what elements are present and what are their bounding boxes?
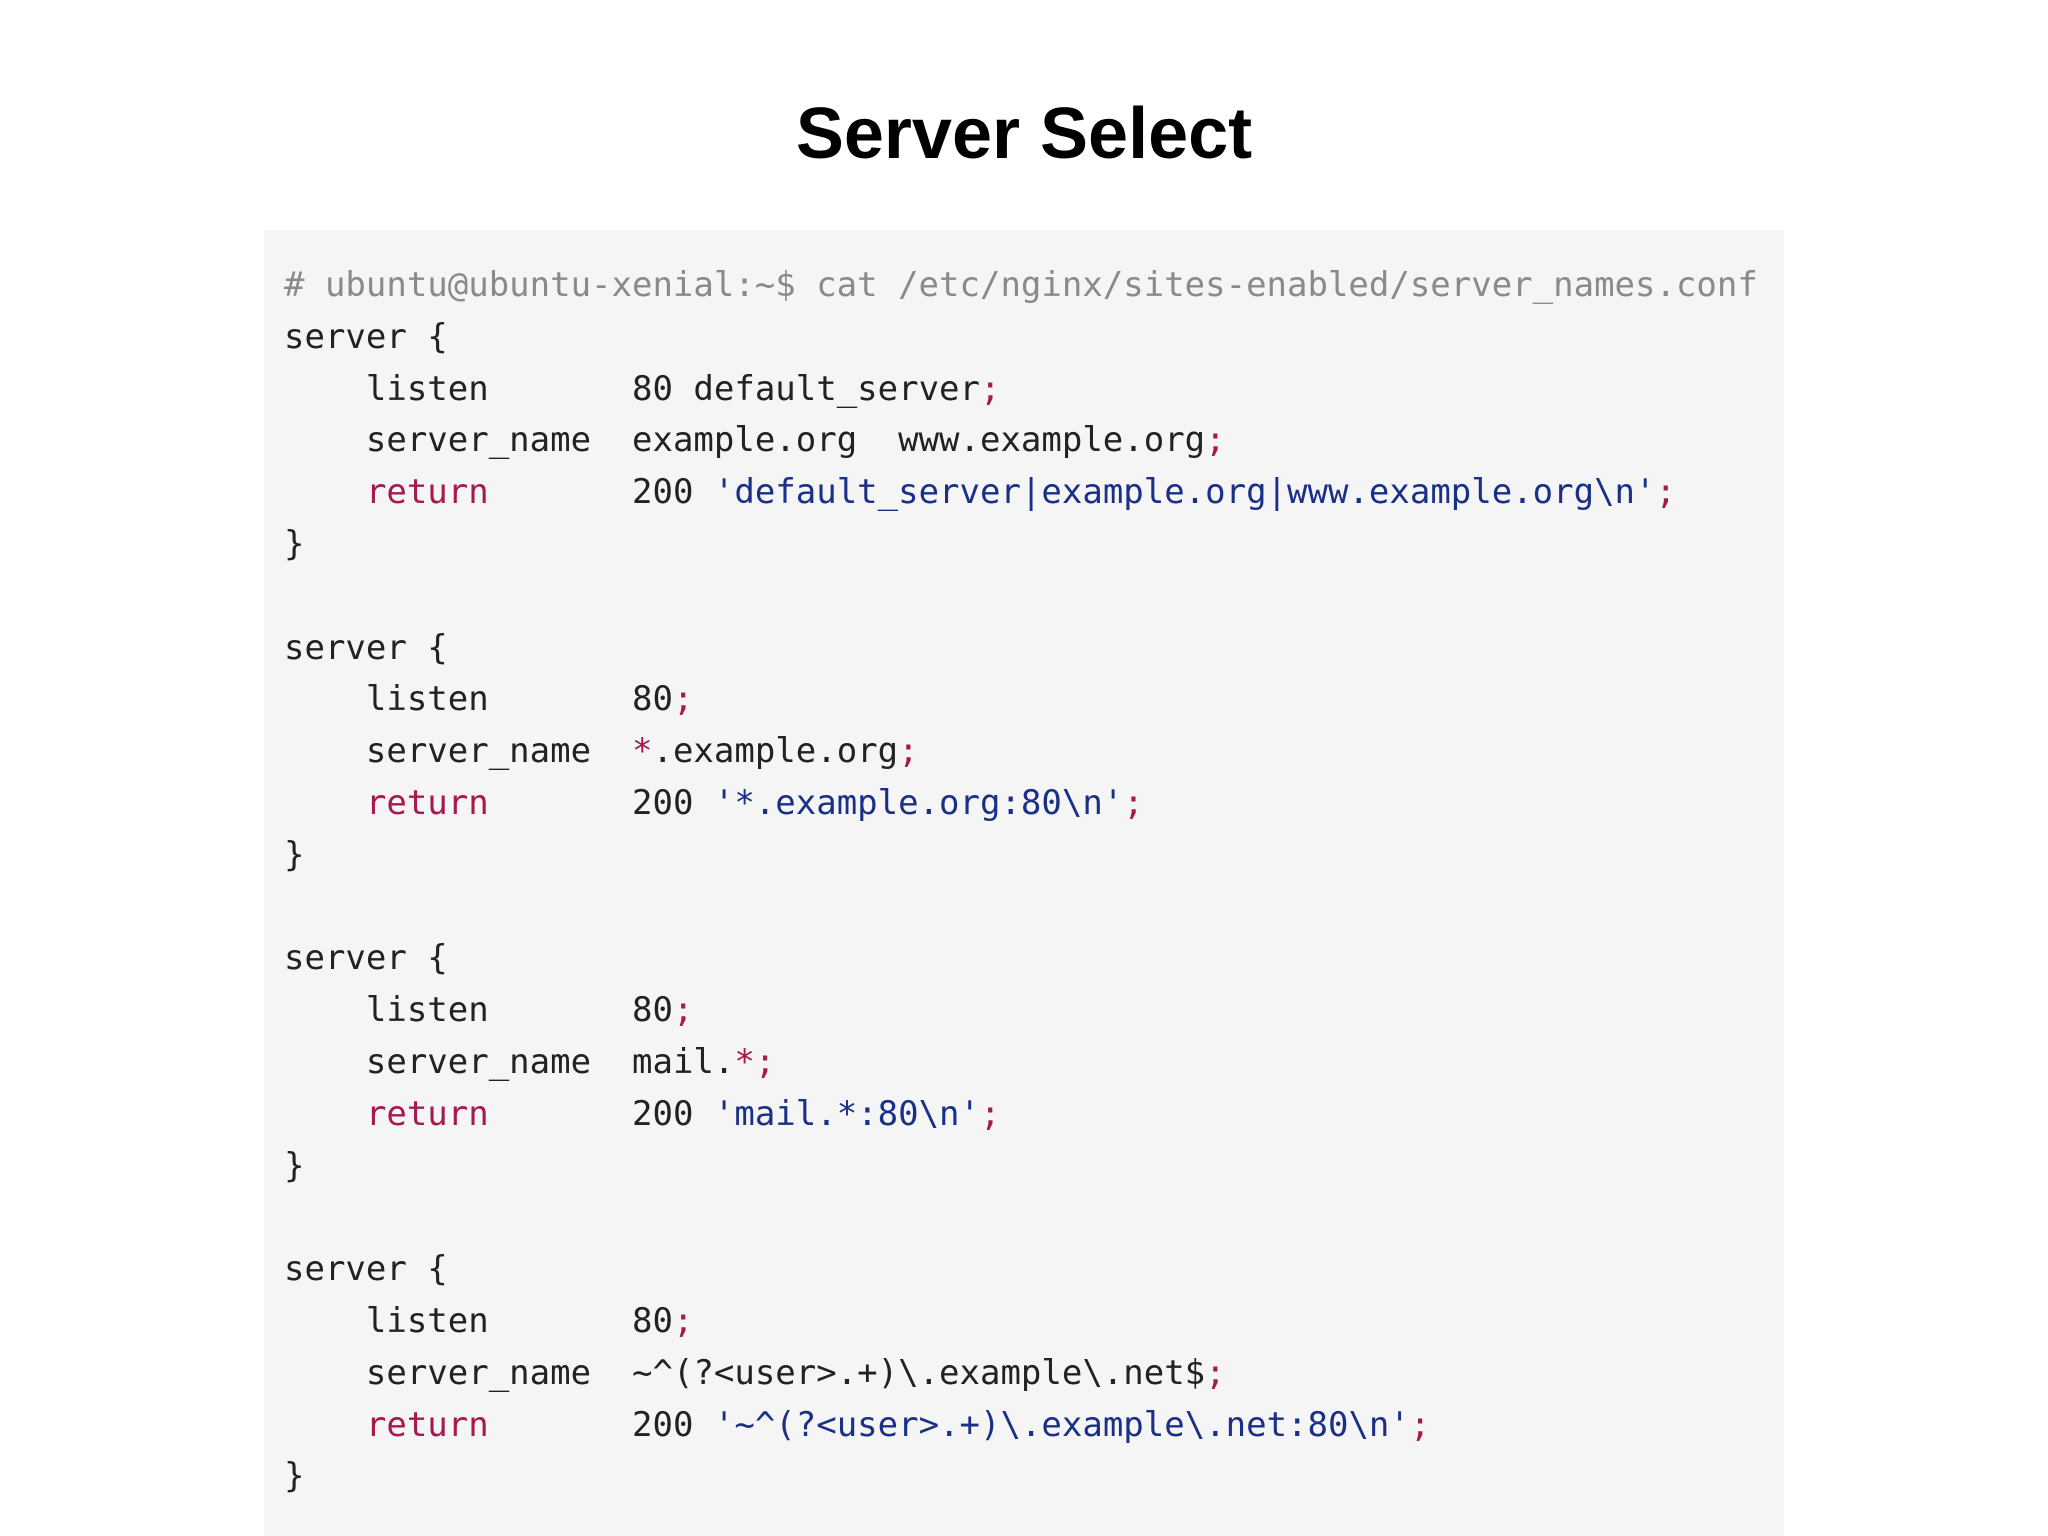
code-line: server { xyxy=(284,1244,1758,1296)
code-token: example.org www.example.org xyxy=(632,420,1206,461)
code-token: server_name xyxy=(284,731,632,772)
code-token: server_name xyxy=(284,1352,632,1393)
code-token: ; xyxy=(898,731,919,772)
code-token: 200 xyxy=(488,1093,714,1134)
code-token: return xyxy=(365,472,489,513)
code-token: listen xyxy=(284,679,632,720)
code-line: server { xyxy=(284,933,1758,985)
code-block: # ubuntu@ubuntu-xenial:~$ cat /etc/nginx… xyxy=(264,230,1784,1536)
code-token: 'default_server|example.org|www.example.… xyxy=(713,472,1656,513)
code-line: server_name *.example.org; xyxy=(284,726,1758,778)
code-token: 80 xyxy=(632,679,673,720)
code-line xyxy=(284,882,1758,934)
code-token xyxy=(284,472,366,512)
code-token: 80 xyxy=(632,1300,673,1341)
code-line: server { xyxy=(284,623,1758,675)
code-token: ; xyxy=(1409,1404,1431,1445)
code-line: listen 80; xyxy=(284,1296,1758,1348)
code-line: server_name ~^(?<user>.+)\.example\.net$… xyxy=(284,1348,1758,1400)
code-line: } xyxy=(284,519,1758,571)
code-token: # ubuntu@ubuntu-xenial:~$ cat /etc/nginx… xyxy=(284,265,1758,305)
code-token: 80 default_server xyxy=(632,368,980,409)
code-token: .example.org xyxy=(652,731,899,772)
code-line: } xyxy=(284,830,1758,882)
code-token: server { xyxy=(284,1249,448,1290)
code-line xyxy=(284,1192,1758,1244)
code-token: return xyxy=(365,1404,489,1445)
slide-title: Server Select xyxy=(795,94,1253,174)
code-line: server { xyxy=(284,312,1758,364)
code-token: } xyxy=(284,1456,305,1497)
code-line xyxy=(284,571,1758,623)
code-token: return xyxy=(365,782,489,823)
code-token: 200 xyxy=(488,1404,714,1445)
nginx-config-listing: # ubuntu@ubuntu-xenial:~$ cat /etc/nginx… xyxy=(284,260,1758,1503)
code-token: 80 xyxy=(632,990,673,1031)
code-token: } xyxy=(284,834,305,875)
code-token: server { xyxy=(284,627,448,668)
code-token: ~^(?<user>.+)\.example\.net$ xyxy=(632,1352,1206,1393)
code-line: return 200 'default_server|example.org|w… xyxy=(284,467,1758,519)
code-token: } xyxy=(284,1145,305,1186)
code-token: * xyxy=(632,731,653,772)
code-token: '~^(?<user>.+)\.example\.net:80\n' xyxy=(713,1404,1410,1445)
code-token: ; xyxy=(1205,1352,1226,1393)
code-token: mail. xyxy=(632,1041,735,1082)
code-token: } xyxy=(284,523,305,564)
code-token: 'mail.*:80\n' xyxy=(713,1093,980,1134)
code-token: ; xyxy=(1205,420,1226,461)
code-token: 200 xyxy=(488,782,714,823)
code-token: listen xyxy=(284,1300,632,1341)
code-line: # ubuntu@ubuntu-xenial:~$ cat /etc/nginx… xyxy=(284,260,1758,312)
code-token xyxy=(284,1094,366,1134)
code-line: listen 80 default_server; xyxy=(284,364,1758,416)
code-token xyxy=(284,783,366,823)
code-line: return 200 '*.example.org:80\n'; xyxy=(284,778,1758,830)
code-token: 200 xyxy=(488,472,714,513)
code-token: server_name xyxy=(284,420,632,461)
code-token: *; xyxy=(734,1041,776,1082)
code-token: ; xyxy=(1123,782,1144,823)
code-token: server { xyxy=(284,316,448,357)
code-token: '*.example.org:80\n' xyxy=(713,782,1124,823)
code-token: server { xyxy=(284,938,448,979)
code-line: listen 80; xyxy=(284,674,1758,726)
code-line: } xyxy=(284,1451,1758,1503)
code-line: server_name example.org www.example.org; xyxy=(284,415,1758,467)
code-line: return 200 'mail.*:80\n'; xyxy=(284,1089,1758,1141)
code-token: listen xyxy=(284,368,632,409)
code-token: return xyxy=(365,1093,489,1134)
code-line: return 200 '~^(?<user>.+)\.example\.net:… xyxy=(284,1400,1758,1452)
code-token: ; xyxy=(980,368,1001,409)
code-token: ; xyxy=(672,1300,694,1341)
code-token: ; xyxy=(980,1093,1001,1134)
code-token: ; xyxy=(672,679,694,720)
code-token xyxy=(284,1405,366,1445)
code-token: server_name xyxy=(284,1041,632,1082)
code-token: ; xyxy=(672,990,694,1031)
code-line: server_name mail.*; xyxy=(284,1037,1758,1089)
code-token: listen xyxy=(284,990,632,1031)
code-line: } xyxy=(284,1141,1758,1193)
code-line: listen 80; xyxy=(284,985,1758,1037)
code-token: ; xyxy=(1655,472,1676,513)
